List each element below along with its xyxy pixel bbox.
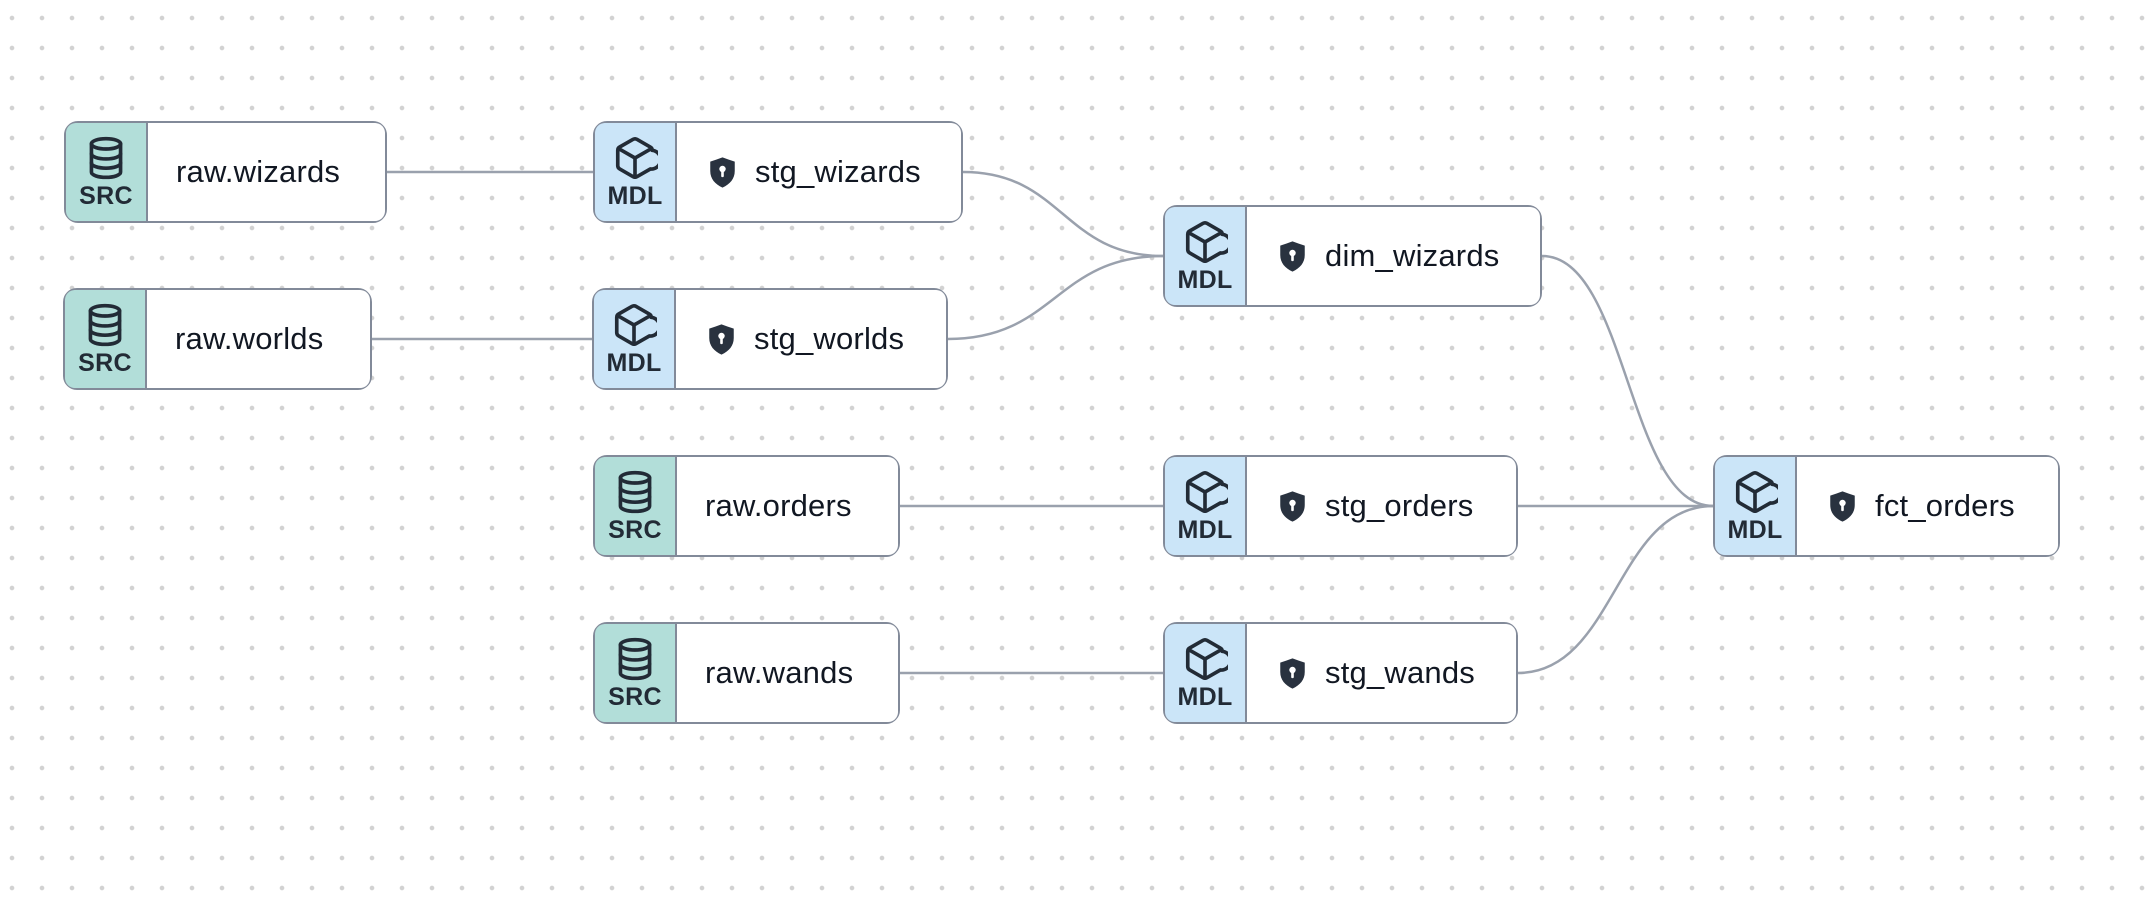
database-icon [618, 470, 652, 514]
node-body: fct_orders [1797, 457, 2058, 555]
database-icon [89, 136, 123, 180]
node-raw-wizards[interactable]: SRC raw.wizards [64, 121, 387, 223]
node-label: raw.worlds [175, 321, 324, 356]
node-type-badge: MDL [594, 290, 676, 388]
node-type-label: MDL [1177, 266, 1233, 294]
node-label: fct_orders [1875, 488, 2015, 523]
node-label: stg_wizards [755, 154, 921, 189]
shield-lock-icon [1275, 655, 1310, 692]
node-type-label: MDL [1727, 516, 1783, 544]
edge-stg-wizards-to-dim-wizards[interactable] [961, 170, 1165, 258]
node-stg-wands[interactable]: MDL stg_wands [1163, 622, 1518, 724]
cube-icon [1185, 221, 1228, 263]
node-body: raw.orders [677, 457, 898, 555]
node-type-badge: SRC [595, 457, 677, 555]
node-body: stg_worlds [676, 290, 946, 388]
cube-icon [1735, 471, 1778, 513]
edge-stg-worlds-to-dim-wizards[interactable] [946, 254, 1165, 341]
node-body: dim_wizards [1247, 207, 1540, 305]
shield-lock-icon [1275, 238, 1310, 275]
cube-icon [1185, 638, 1228, 680]
edge-dim-wizards-to-fct-orders[interactable] [1540, 254, 1715, 508]
node-type-label: MDL [1177, 683, 1233, 711]
node-type-badge: SRC [595, 624, 677, 722]
database-icon [618, 637, 652, 681]
node-type-label: MDL [606, 349, 662, 377]
node-label: raw.wizards [176, 154, 341, 189]
node-stg-wizards[interactable]: MDL stg_wizards [593, 121, 963, 223]
cube-icon [614, 304, 657, 346]
node-raw-orders[interactable]: SRC raw.orders [593, 455, 900, 557]
node-body: stg_orders [1247, 457, 1516, 555]
shield-lock-icon [705, 154, 740, 191]
node-body: stg_wands [1247, 624, 1516, 722]
node-raw-worlds[interactable]: SRC raw.worlds [63, 288, 372, 390]
node-body: raw.wizards [148, 123, 385, 221]
node-type-badge: MDL [1165, 457, 1247, 555]
node-type-label: SRC [78, 349, 132, 377]
node-type-label: MDL [607, 182, 663, 210]
node-label: dim_wizards [1325, 238, 1500, 273]
shield-lock-icon [1825, 488, 1860, 525]
node-label: stg_worlds [754, 321, 905, 356]
node-type-badge: MDL [595, 123, 677, 221]
node-label: stg_wands [1325, 655, 1476, 690]
shield-lock-icon [1275, 488, 1310, 525]
node-stg-worlds[interactable]: MDL stg_worlds [592, 288, 948, 390]
node-type-badge: SRC [66, 123, 148, 221]
node-label: stg_orders [1325, 488, 1474, 523]
cube-icon [615, 137, 658, 179]
node-label: raw.orders [705, 488, 852, 523]
node-type-badge: MDL [1165, 624, 1247, 722]
node-body: stg_wizards [677, 123, 961, 221]
node-dim-wizards[interactable]: MDL dim_wizards [1163, 205, 1542, 307]
node-type-badge: MDL [1165, 207, 1247, 305]
node-body: raw.worlds [147, 290, 370, 388]
node-type-badge: SRC [65, 290, 147, 388]
edge-stg-wands-to-fct-orders[interactable] [1516, 504, 1715, 675]
node-type-label: MDL [1177, 516, 1233, 544]
node-fct-orders[interactable]: MDL fct_orders [1713, 455, 2060, 557]
node-raw-wands[interactable]: SRC raw.wands [593, 622, 900, 724]
node-body: raw.wands [677, 624, 898, 722]
node-label: raw.wands [705, 655, 854, 690]
node-type-label: SRC [608, 516, 662, 544]
shield-lock-icon [704, 321, 739, 358]
database-icon [88, 303, 122, 347]
cube-icon [1185, 471, 1228, 513]
node-type-label: SRC [79, 182, 133, 210]
node-type-badge: MDL [1715, 457, 1797, 555]
node-stg-orders[interactable]: MDL stg_orders [1163, 455, 1518, 557]
node-type-label: SRC [608, 683, 662, 711]
